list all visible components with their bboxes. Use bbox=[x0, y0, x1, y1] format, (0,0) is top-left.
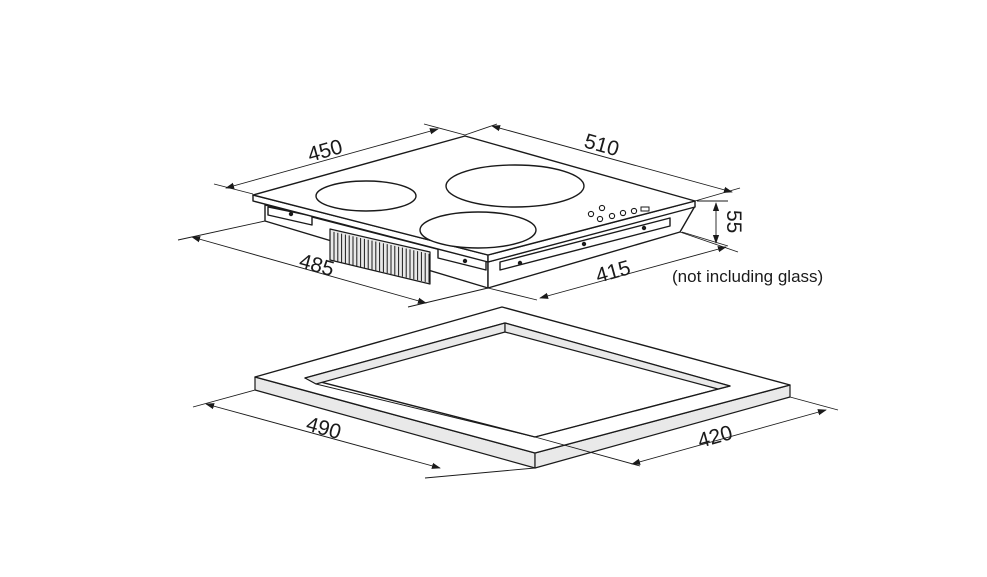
hob-drawing: 450 510 55 485 415 bbox=[177, 123, 823, 308]
dimension-body-width: 485 bbox=[177, 220, 489, 308]
hob-depth-label: 510 bbox=[582, 130, 622, 162]
cooking-zone-front bbox=[419, 211, 537, 249]
cutout-depth-label: 420 bbox=[695, 421, 735, 453]
frame-left-side bbox=[254, 376, 536, 469]
frame-inner-wall-back-left bbox=[304, 322, 506, 385]
not-including-glass-note: (not including glass) bbox=[672, 267, 823, 286]
hob-height-label: 55 bbox=[722, 210, 745, 233]
touch-control-panel bbox=[587, 204, 650, 223]
body-depth-label: 415 bbox=[593, 256, 633, 288]
cooking-zone-left bbox=[315, 180, 417, 212]
hob-width-label: 450 bbox=[305, 135, 345, 167]
dimension-hob-height: 55 bbox=[681, 200, 745, 247]
cutout-width-label: 490 bbox=[304, 413, 344, 445]
frame-inner-wall-back-right bbox=[504, 322, 731, 390]
cooking-zone-right bbox=[445, 164, 585, 208]
cutout-frame-drawing: 490 420 bbox=[192, 306, 839, 479]
